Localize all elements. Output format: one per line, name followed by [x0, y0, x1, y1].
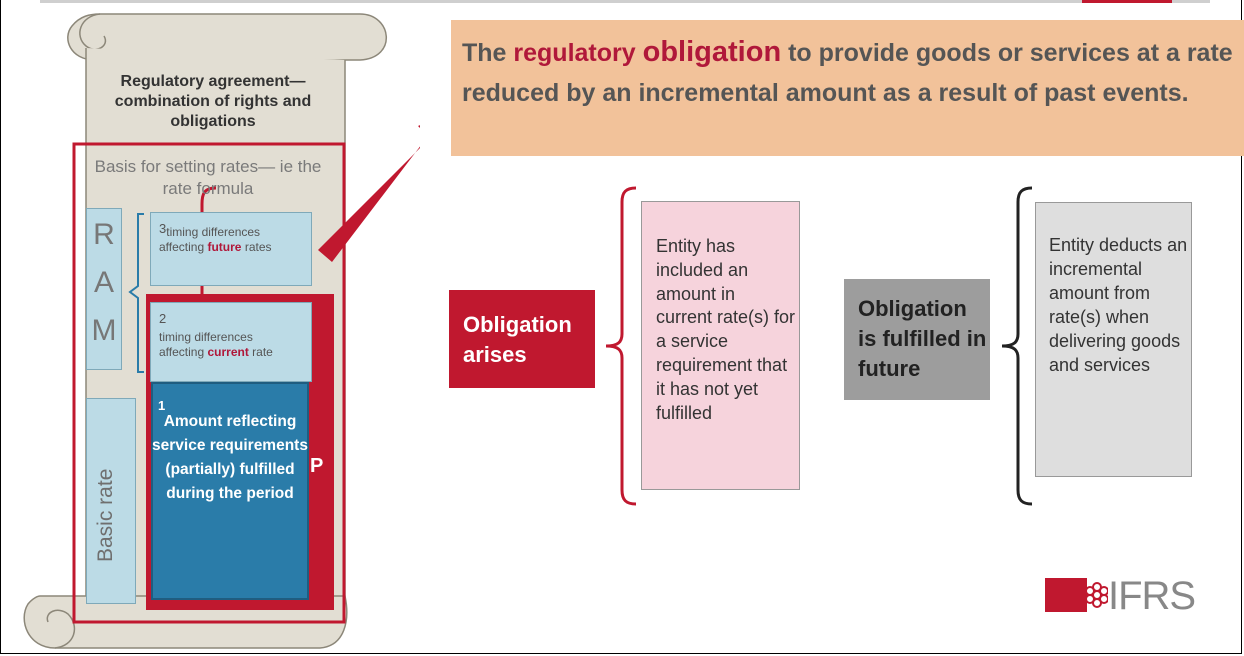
- basic-rate-box: [86, 398, 136, 604]
- basic-rate-label: Basic rate: [94, 468, 117, 562]
- timing-future-pre: affecting: [159, 240, 208, 254]
- definition-obligation: obligation: [642, 36, 782, 68]
- arises-detail-text: Entity has included an amount in current…: [656, 236, 796, 423]
- fulfilled-detail-text: Entity deducts an incremental amount fro…: [1049, 235, 1188, 375]
- timing-current-number: 2: [159, 311, 167, 326]
- obligation-arises-label: Obligation arises: [463, 312, 572, 367]
- arises-detail-box: [641, 201, 800, 490]
- top-rule-accent: [1082, 0, 1172, 3]
- timing-future-post: rates: [241, 240, 272, 254]
- amount-box: [151, 382, 309, 600]
- timing-differences-current: 2 timing differences affecting current ra…: [150, 302, 312, 382]
- ram-letter-r: R: [93, 218, 115, 251]
- definition-part1: The: [462, 39, 514, 67]
- basis-label: Basis for setting rates— ie the rate for…: [94, 157, 322, 198]
- ifrs-logo-icon: [1086, 582, 1108, 608]
- agreement-title: Regulatory agreement— combination of rig…: [114, 73, 312, 130]
- right-brace-icon: [1001, 186, 1033, 506]
- ram-box: [86, 208, 122, 370]
- definition-text: The regulatory obligation to provide goo…: [462, 32, 1242, 113]
- p-label: P: [310, 455, 324, 477]
- definition-banner: [451, 20, 1244, 156]
- ifrs-logo-text: IFRS: [1108, 574, 1196, 618]
- obligation-arises-box: [449, 290, 595, 388]
- left-brace-icon: [605, 186, 637, 506]
- timing-current-pre: affecting: [159, 345, 208, 359]
- ram-letter-a: A: [93, 266, 114, 299]
- timing-future-line1: timing differences: [166, 225, 261, 239]
- timing-differences-future: 3timing differences affecting future rat…: [150, 212, 312, 286]
- fulfilled-detail-box: [1035, 202, 1192, 477]
- definition-regulatory: regulatory: [513, 39, 636, 67]
- amount-text: Amount reflecting service requirements (…: [152, 413, 308, 502]
- definition-part2: to provide goods or services at a rate r…: [462, 39, 1233, 107]
- timing-current-highlight: current: [207, 345, 249, 359]
- timing-current-line1: timing differences: [159, 330, 253, 344]
- amount-number: 1: [158, 398, 166, 413]
- obligation-fulfilled-label: Obligation is fulfilled in future: [858, 296, 987, 381]
- timing-future-highlight: future: [207, 240, 242, 254]
- obligation-fulfilled-box: [844, 279, 990, 400]
- timing-future-number: 3: [159, 221, 167, 236]
- ifrs-logo-bar: [1045, 578, 1087, 612]
- top-rule: [40, 0, 1210, 3]
- timing-current-post: rate: [248, 345, 273, 359]
- ram-letter-m: M: [91, 314, 117, 347]
